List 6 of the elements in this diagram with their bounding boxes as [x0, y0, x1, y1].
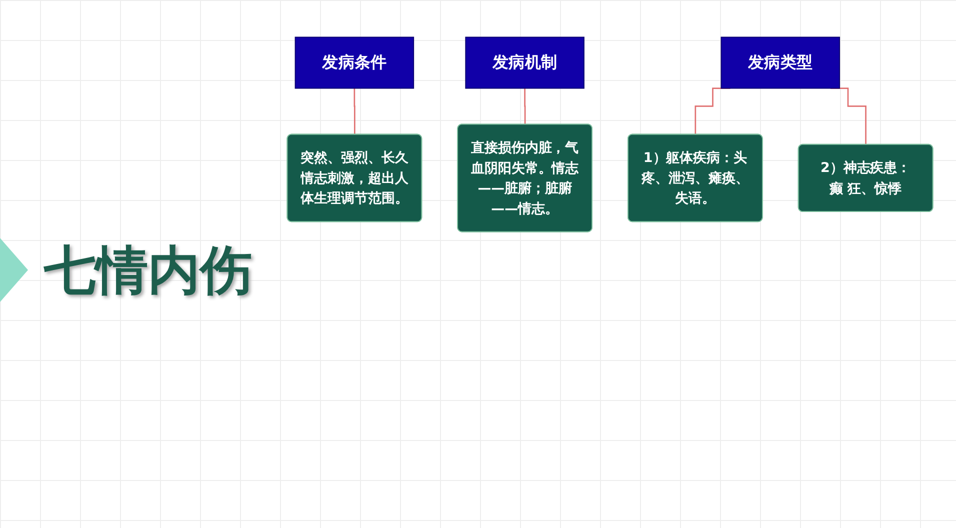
node-box: 发病类型 — [720, 36, 840, 89]
connector — [524, 88, 526, 126]
node-box: 发病机制 — [465, 36, 584, 89]
title: 七情内伤 — [44, 240, 252, 303]
connector — [354, 88, 356, 136]
node-box: 发病条件 — [294, 36, 414, 89]
